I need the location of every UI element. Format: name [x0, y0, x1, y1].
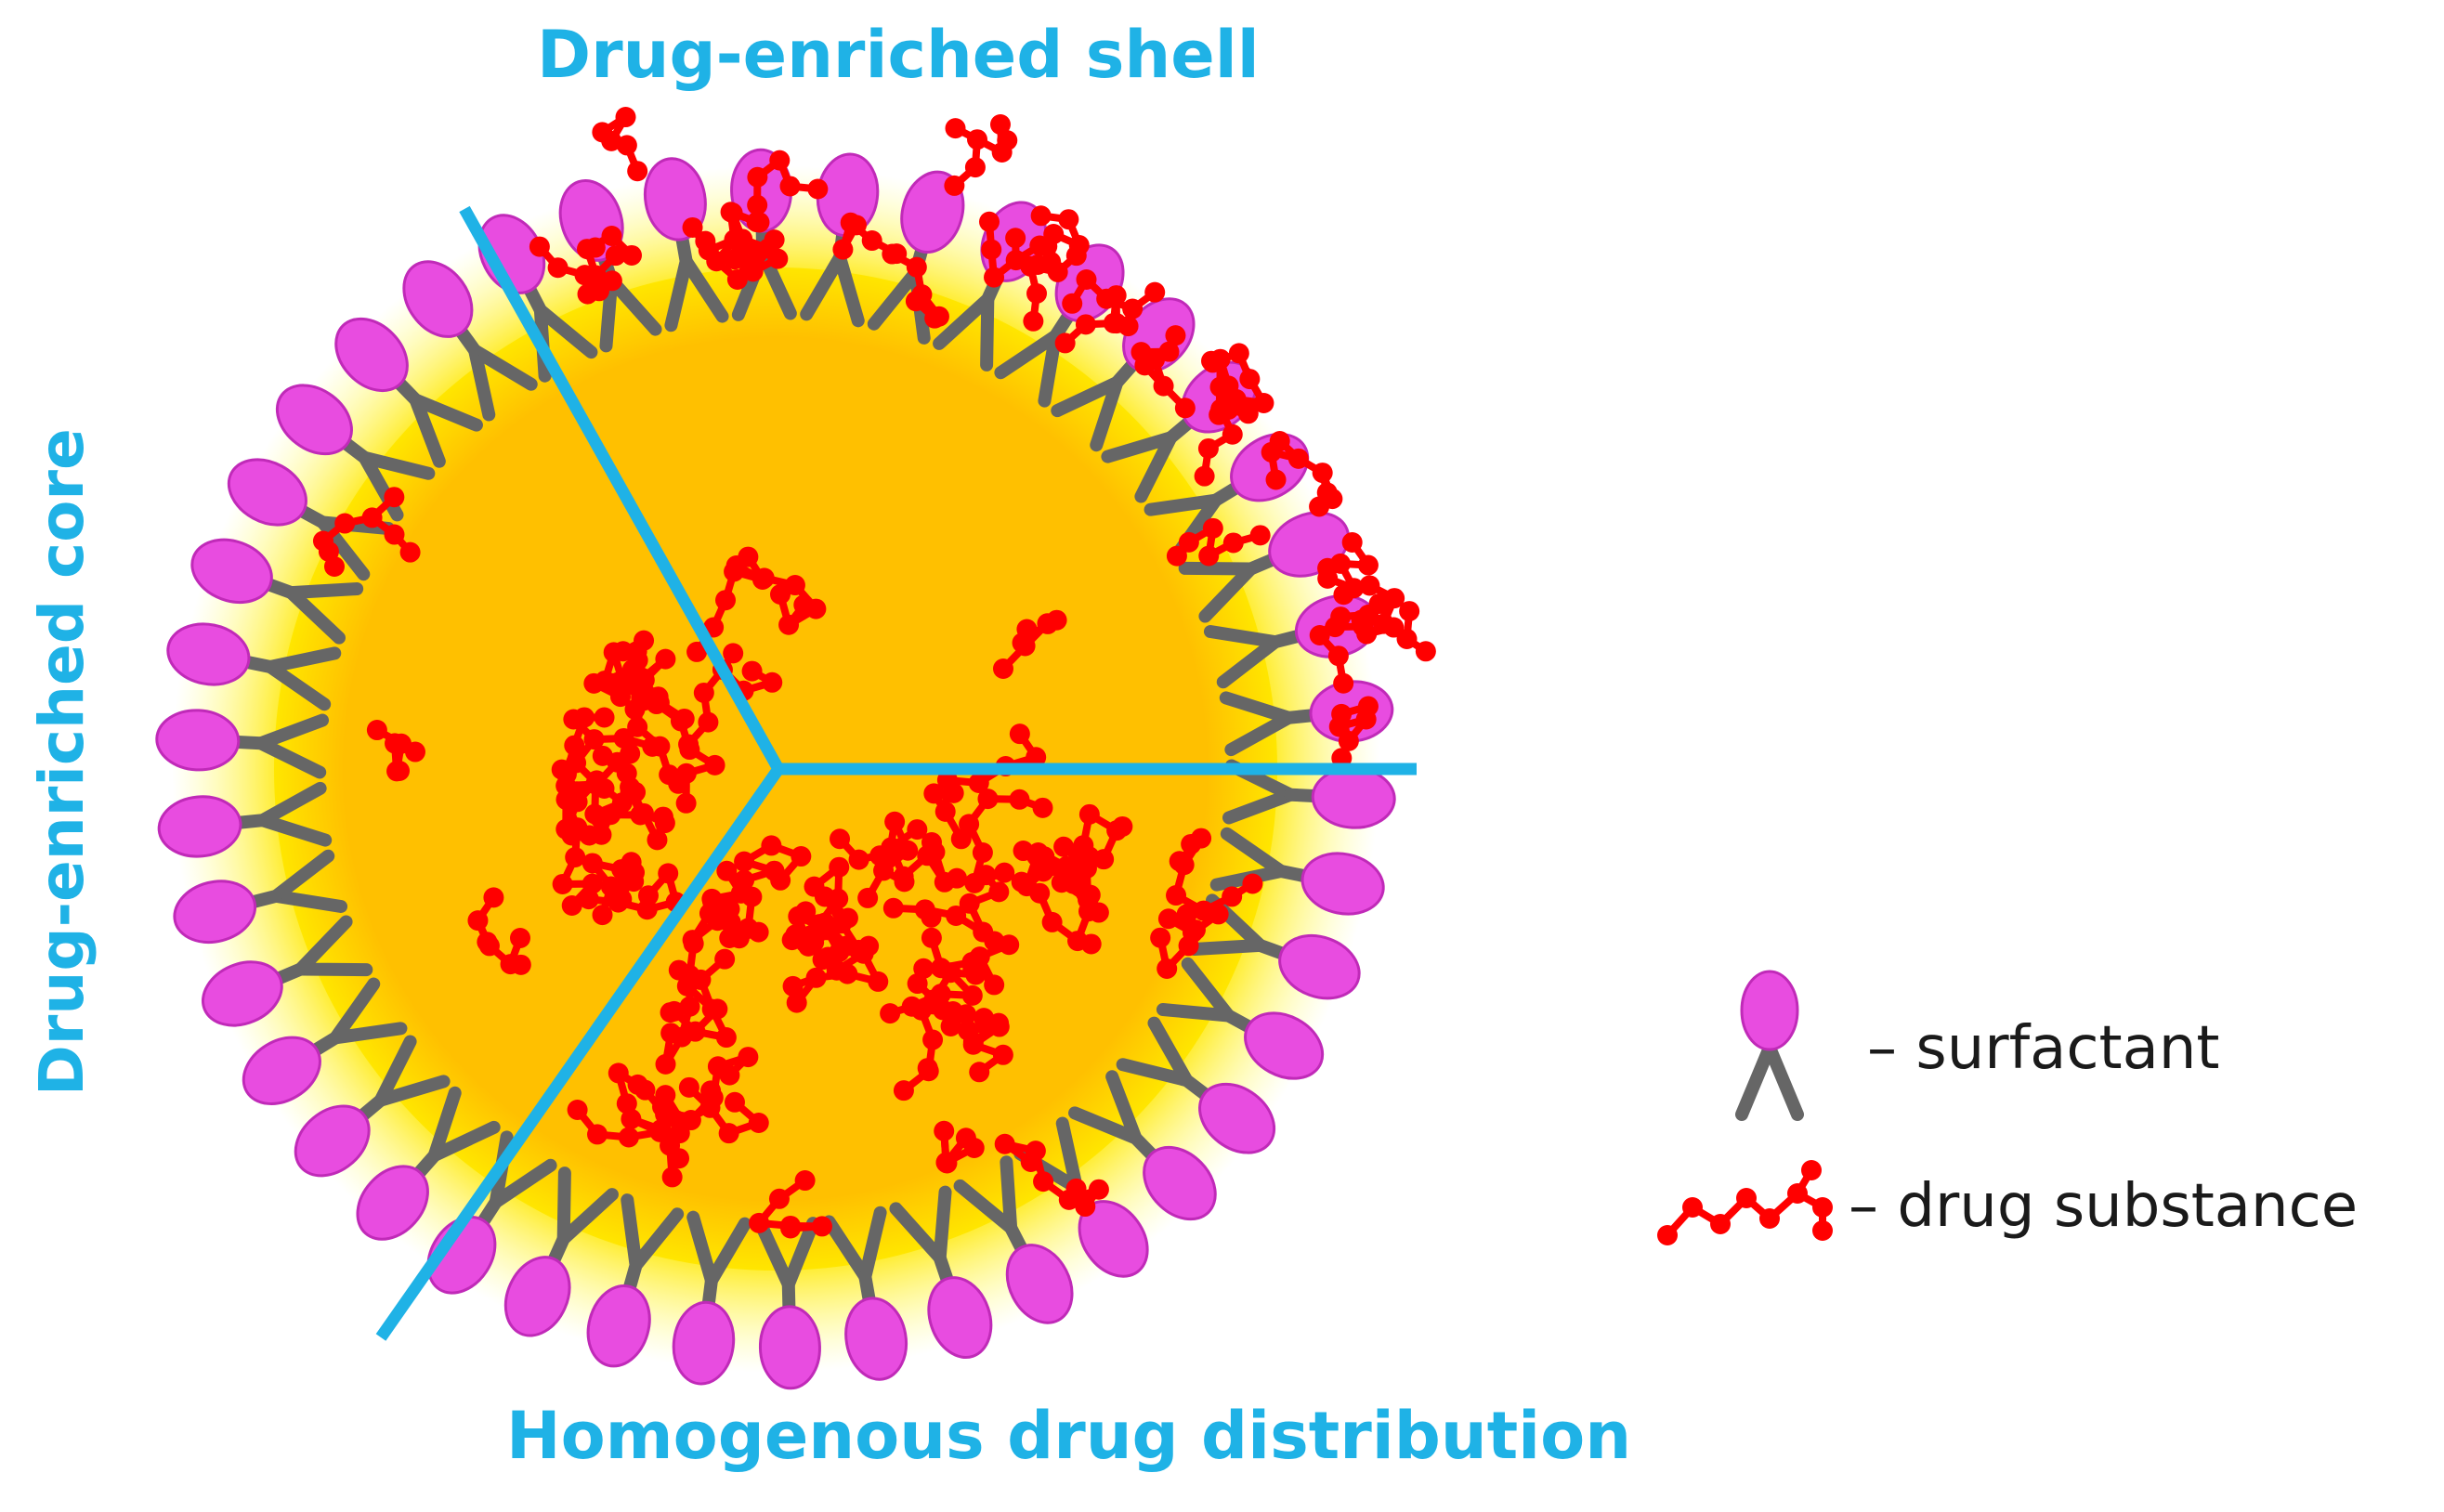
- surfactant-head: [242, 1036, 321, 1105]
- surfactant-head: [1278, 934, 1361, 1000]
- drug-molecule-free: [467, 887, 531, 975]
- label-homogenous-distribution: Homogenous drug distribution: [506, 1398, 1632, 1474]
- drug-molecule-homogenous: [893, 999, 995, 1101]
- surfactant-head: [586, 1284, 651, 1368]
- surfactant-head: [275, 384, 353, 456]
- surfactant-head: [334, 317, 409, 393]
- drug-molecule-shell: [944, 114, 1018, 196]
- surfactant-molecule-icon: [1735, 970, 1804, 1121]
- surfactant-head: [758, 1305, 821, 1390]
- drug-molecule-homogenous: [682, 886, 763, 951]
- drug-molecule-shell: [1131, 325, 1196, 419]
- surfactant-head: [1143, 1145, 1217, 1221]
- drug-molecule-core: [555, 745, 637, 828]
- surfactant-head: [157, 795, 242, 858]
- label-drug-enriched-core: Drug-enriched core: [26, 428, 98, 1096]
- drug-molecule-homogenous: [1166, 828, 1263, 921]
- surfactant-head: [402, 260, 474, 338]
- drug-molecule-shell: [1261, 431, 1343, 517]
- surfactant-head: [1005, 1244, 1074, 1324]
- drug-molecule-homogenous: [655, 1076, 769, 1144]
- drug-molecule-shell: [1317, 531, 1379, 606]
- surfactant-head: [227, 458, 307, 527]
- surfactant-head: [844, 1297, 908, 1381]
- surfactant-head: [503, 1256, 571, 1337]
- surfactant-head: [155, 709, 241, 772]
- drug-molecule-shell: [592, 107, 648, 182]
- drug-molecule-shell: [882, 243, 949, 329]
- drug-molecule-homogenous: [782, 943, 889, 1013]
- drug-molecule-shell: [1166, 517, 1271, 567]
- drug-molecule-free: [753, 567, 827, 635]
- surfactant-head: [201, 960, 283, 1027]
- drug-molecule-shell: [1194, 398, 1259, 487]
- drug-molecule-homogenous: [663, 948, 737, 1049]
- drug-molecule-shell: [706, 229, 785, 290]
- drug-molecule-homogenous: [1150, 904, 1229, 979]
- legend: [1657, 970, 1833, 1245]
- drug-molecule-core: [686, 546, 773, 662]
- drug-molecule-homogenous: [994, 1133, 1109, 1218]
- surfactant-head: [1198, 1082, 1276, 1154]
- drug-molecule-icon: [1657, 1160, 1833, 1245]
- drug-molecule-homogenous: [734, 835, 812, 891]
- legend-surfactant-label: – surfactant: [1867, 1014, 2220, 1083]
- drug-molecule-free: [312, 487, 421, 577]
- surfactant-head: [190, 538, 273, 604]
- drug-molecule-core: [583, 642, 643, 708]
- drug-molecule-free: [366, 720, 425, 782]
- drug-molecule-shell: [1020, 236, 1087, 332]
- surfactant-head: [672, 1300, 736, 1386]
- surfactant-head: [1300, 852, 1385, 916]
- drug-molecule-shell: [1309, 604, 1379, 694]
- drug-molecule-homogenous: [913, 927, 1020, 996]
- surfactant-head: [173, 880, 257, 945]
- drug-molecule-homogenous: [749, 1170, 832, 1239]
- drug-molecule-shell: [747, 150, 829, 215]
- drug-molecule-homogenous: [934, 1120, 985, 1174]
- surfactant-head: [927, 1276, 993, 1360]
- drug-molecule-free: [993, 609, 1067, 679]
- label-drug-enriched-shell: Drug-enriched shell: [537, 17, 1260, 93]
- drug-molecule-shell: [978, 211, 1051, 288]
- drug-molecule-homogenous: [869, 819, 955, 893]
- drug-molecule-shell: [1062, 268, 1166, 337]
- surfactant-heads: [155, 148, 1396, 1390]
- drug-molecule-homogenous: [608, 1062, 690, 1188]
- divider-line-1: [459, 205, 784, 773]
- section-dividers: [375, 205, 1417, 1341]
- drug-molecule-homogenous: [1029, 846, 1102, 955]
- drug-molecule-homogenous: [947, 789, 1053, 893]
- drug-molecule-shell: [577, 226, 643, 286]
- surfactant-head: [356, 1165, 429, 1241]
- surfactant-head: [1244, 1011, 1325, 1080]
- surfactant-head: [166, 622, 251, 686]
- drug-molecule-core: [626, 641, 695, 729]
- drug-molecules: [312, 107, 1436, 1239]
- drug-molecule-homogenous: [958, 1012, 1013, 1083]
- drug-molecule-homogenous: [567, 1100, 672, 1148]
- divider-line-3: [375, 765, 784, 1341]
- surfactant-head: [294, 1104, 371, 1178]
- legend-drug-label: – drug substance: [1849, 1172, 2359, 1241]
- drug-molecule-homogenous: [781, 856, 850, 951]
